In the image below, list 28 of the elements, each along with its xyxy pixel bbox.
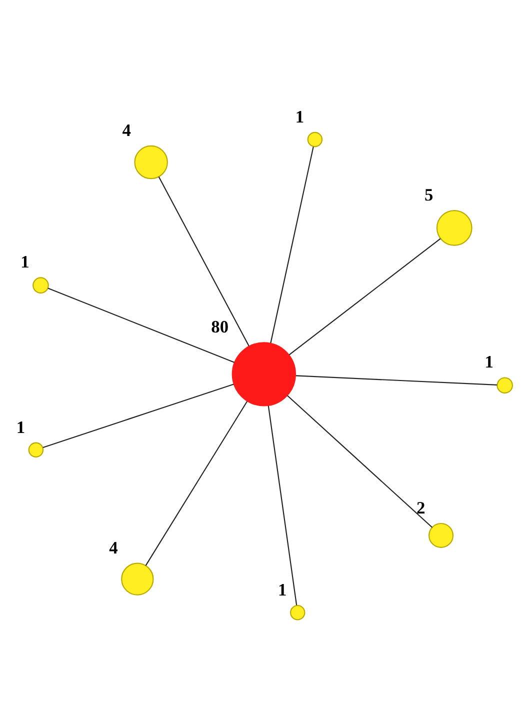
connector xyxy=(270,146,314,344)
node-circle xyxy=(28,442,44,458)
connector xyxy=(145,401,248,566)
connector xyxy=(288,238,441,356)
node-label: 1 xyxy=(20,252,30,272)
node-circle xyxy=(496,377,513,394)
node-label: 1 xyxy=(484,352,494,372)
connector xyxy=(268,406,298,606)
node-label: 1 xyxy=(16,416,26,437)
node-label: 5 xyxy=(424,184,434,205)
connector xyxy=(42,384,234,448)
connector xyxy=(158,176,250,346)
node-circle xyxy=(290,604,306,620)
node-circle xyxy=(428,522,454,548)
node-circle xyxy=(32,277,49,294)
node-label: 4 xyxy=(109,537,118,558)
node-label: 1 xyxy=(278,580,287,600)
node-circle xyxy=(232,342,296,406)
node-label: 4 xyxy=(122,120,131,140)
node-circle xyxy=(121,562,154,596)
connector xyxy=(287,395,432,528)
node-circle xyxy=(134,145,168,180)
node-label: 2 xyxy=(416,497,426,518)
node-label: 80 xyxy=(211,316,229,337)
node-label: 1 xyxy=(295,106,304,126)
connector xyxy=(296,375,497,386)
node-circle xyxy=(436,210,472,246)
node-circle xyxy=(307,132,323,148)
